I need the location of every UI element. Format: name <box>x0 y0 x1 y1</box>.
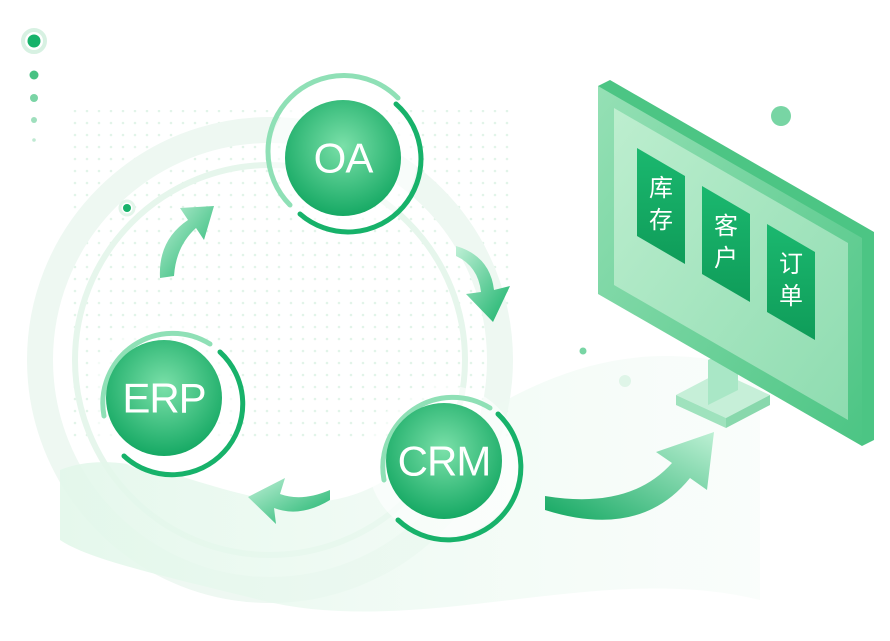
arrow-crm-to-erp-icon <box>248 478 330 524</box>
panel-order-char-2: 单 <box>779 282 803 310</box>
node-erp: ERP <box>88 322 246 478</box>
screen-panel-inventory: 库 存 <box>637 148 685 264</box>
panel-inventory-char-2: 存 <box>649 206 673 234</box>
monitor: 库 存 客 户 订 单 <box>598 80 874 446</box>
panel-inventory-char-1: 库 <box>649 174 673 202</box>
cycle-arrows <box>159 206 510 524</box>
arrow-to-monitor-icon <box>545 432 714 520</box>
node-crm: CRM <box>368 385 524 543</box>
panel-order-char-1: 订 <box>779 250 803 278</box>
node-erp-label: ERP <box>122 375 205 422</box>
node-oa-label: OA <box>314 135 374 182</box>
screen-panel-order: 订 单 <box>767 224 815 340</box>
node-crm-label: CRM <box>398 438 491 485</box>
arrow-oa-to-crm-icon <box>456 246 510 322</box>
screen-panel-customer: 客 户 <box>702 186 750 302</box>
panel-customer-char-2: 户 <box>714 244 738 272</box>
node-oa: OA <box>265 73 424 235</box>
arrow-erp-to-oa-icon <box>159 206 214 278</box>
panel-customer-char-1: 客 <box>714 212 738 240</box>
